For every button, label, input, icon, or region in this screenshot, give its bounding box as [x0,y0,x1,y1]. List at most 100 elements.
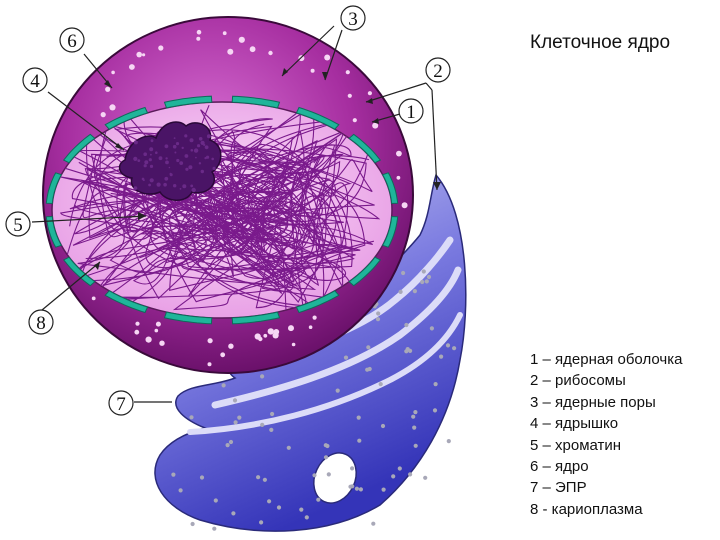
envelope-segment [104,106,149,130]
er-ribosome [445,343,451,348]
perinuclear-dot [100,112,106,118]
envelope-segment [163,95,213,109]
nucleolus-granule [155,151,158,154]
envelope-segment [45,172,63,205]
nucleolus-granule [133,186,138,191]
nucleolus-granule [203,143,206,146]
er-ribosome [260,374,265,379]
perinuclear-dot [308,325,313,330]
callout-6: 6 [59,27,85,53]
callout-7: 7 [108,390,134,416]
er-ribosome [228,439,234,445]
nucleolus-granule [193,148,199,153]
legend-item-ribosomes: 2 – рибосомы [530,372,626,390]
perinuclear-dot [159,340,165,346]
nucleolus-granule [168,166,171,169]
er-ribosome [326,472,331,477]
envelope-segment [295,106,340,130]
callout-3: 3 [340,5,366,31]
er-ribosome [423,475,428,480]
perinuclear-dot [111,70,115,75]
perinuclear-dot [129,64,135,70]
perinuclear-dot [196,29,202,35]
perinuclear-dot [401,202,408,209]
nuclear-envelope [45,95,399,325]
nucleolus-granule [143,152,147,156]
callout-4: 4 [22,67,48,93]
er-ribosome [378,382,383,387]
diagram-title: Клеточное ядро [530,32,671,53]
perinuclear-dot [238,36,245,43]
legend-item-nuclear-pores: 3 – ядерные поры [530,393,656,411]
perinuclear-dot [154,328,159,333]
nucleolus-granule [164,176,169,181]
er-ribosome [391,474,396,479]
er-ribosome [411,414,416,419]
nucleolus-granule [165,160,169,165]
er-ribosome [199,475,205,480]
nucleolus-granule [169,172,172,175]
er-ribosome [397,466,402,471]
nucleolus-granule [149,147,154,152]
nucleolus-granule [149,164,154,168]
er-ribosome [171,472,176,477]
er-ribosome [189,415,194,420]
nucleolus-granule [133,156,138,161]
nucleolus-granule [204,156,207,160]
svg-text:6: 6 [67,31,77,52]
envelope-segment [381,172,399,205]
nucleolus-granule [143,164,147,168]
er-ribosome [212,526,217,531]
callout-1: 1 [398,98,424,124]
perinuclear-dot [136,51,142,58]
nucleolus-granule [206,155,210,159]
envelope-segment [163,311,213,325]
nucleolus-granule [158,156,163,161]
chromatin-strand [102,172,339,303]
nucleolus-granule [175,142,180,146]
nucleolus-granule [173,184,177,188]
nucleolus-granule [190,184,194,188]
envelope-segment [295,290,340,314]
er-ribosome [343,355,349,360]
svg-text:1: 1 [406,102,416,123]
outer-dots [91,29,408,367]
nucleolus-granule [184,154,189,158]
nucleolus-granule [173,137,176,140]
er-ribosome [225,443,230,448]
perinuclear-dot [228,343,234,349]
perinuclear-dot [145,336,152,343]
nucleolus-granule [211,157,214,161]
perinuclear-dot [345,70,350,75]
nucleolus-granule [133,140,138,145]
envelope-segment [45,215,63,248]
legend-item-nucleolus: 4 – ядрышко [530,415,619,433]
er-ribosome [304,515,309,520]
svg-text:7: 7 [116,394,126,415]
perinuclear-dot [109,104,116,111]
er-ribosome [232,398,238,403]
er-ribosome [401,270,406,276]
perinuclear-dot [91,296,96,301]
er-ribosome [412,425,417,430]
legend-item-er: 7 – ЭПР [530,479,587,497]
envelope-segment [62,133,96,164]
nucleolus-granule [212,166,216,170]
legend-item-chromatin: 5 – хроматин [530,436,622,454]
svg-text:4: 4 [30,71,40,92]
envelope-segment [231,95,281,109]
er-ribosome [356,415,361,420]
chromatin-strand [59,137,353,287]
nucleolus-granule [201,170,203,173]
er-ribosome [221,383,226,388]
perinuclear-dot [105,86,111,92]
callout-8: 8 [28,309,54,335]
nucleolus-granule [149,178,154,183]
er-ribosome [237,415,242,420]
legend: 1 – ядерная оболочка 2 – рибосомы 3 – яд… [530,349,682,520]
nucleolus-granule [174,151,177,154]
nucleolus-granule [137,159,141,163]
nucleolus-granule [164,144,169,149]
perinuclear-dot [352,118,357,123]
nucleolus-granule [184,134,188,138]
